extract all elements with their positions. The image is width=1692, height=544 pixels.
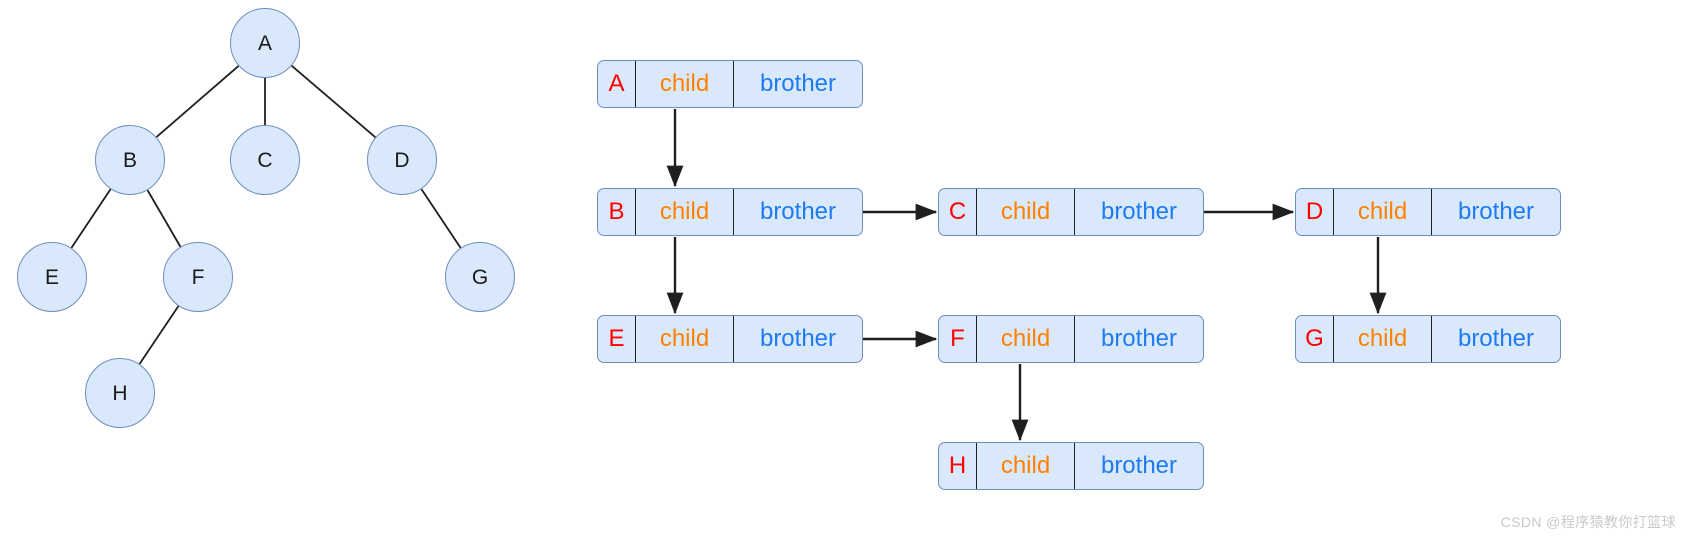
- list-node-key-cell: D: [1296, 189, 1334, 235]
- list-node-brother-cell: brother: [1100, 325, 1178, 352]
- list-node-brother-cell: brother: [759, 70, 837, 97]
- watermark-text: CSDN @程序猿教你打篮球: [1500, 514, 1676, 530]
- tree-node-label: C: [257, 148, 273, 172]
- tree-node-label: H: [112, 381, 128, 405]
- list-node-child-cell: child: [977, 189, 1075, 235]
- tree-node-label: D: [394, 148, 410, 172]
- tree-node-h: H: [85, 358, 155, 428]
- tree-edge-d-g: [420, 188, 462, 249]
- list-node-brother-cell: brother: [759, 198, 837, 225]
- list-node-child-cell: child: [636, 316, 734, 362]
- tree-edge-f-h: [138, 305, 180, 365]
- list-node-key-cell: F: [939, 316, 977, 362]
- tree-node-label: F: [191, 265, 205, 289]
- list-node-key-cell: E: [598, 316, 636, 362]
- list-node-key-cell: B: [598, 189, 636, 235]
- list-node-key-cell: G: [1296, 316, 1334, 362]
- tree-node-f: F: [163, 242, 233, 312]
- list-node-brother-cell: brother: [1457, 325, 1535, 352]
- tree-node-label: E: [44, 265, 59, 289]
- tree-node-label: A: [257, 31, 272, 55]
- list-node-child-cell: child: [636, 61, 734, 107]
- list-node-brother-cell: brother: [1457, 198, 1535, 225]
- list-node-brother-cell: brother: [1100, 198, 1178, 225]
- tree-node-label: B: [122, 148, 137, 172]
- list-node-key-cell: C: [939, 189, 977, 235]
- tree-node-e: E: [17, 242, 87, 312]
- tree-edge-layer: [70, 65, 462, 365]
- list-node-brother-cell: brother: [1100, 452, 1178, 479]
- list-node-key-cell: H: [939, 443, 977, 489]
- tree-diagram: A B C D E F G H: [0, 0, 560, 544]
- tree-edge-a-b: [155, 65, 240, 138]
- list-node-child-cell: child: [1334, 189, 1432, 235]
- tree-node-b: B: [95, 125, 165, 195]
- list-node-child-cell: child: [977, 316, 1075, 362]
- list-node-child-cell: child: [1334, 316, 1432, 362]
- tree-node-d: D: [367, 125, 437, 195]
- tree-node-a: A: [230, 8, 300, 78]
- list-node-brother-cell: brother: [759, 325, 837, 352]
- tree-edge-b-e: [70, 188, 112, 249]
- list-node-child-cell: child: [977, 443, 1075, 489]
- tree-node-label: G: [471, 265, 489, 289]
- tree-edge-a-d: [291, 65, 376, 138]
- list-node-key-cell: A: [598, 61, 636, 107]
- list-node-child-cell: child: [636, 189, 734, 235]
- tree-node-c: C: [230, 125, 300, 195]
- tree-node-g: G: [445, 242, 515, 312]
- tree-edge-b-f: [146, 189, 182, 248]
